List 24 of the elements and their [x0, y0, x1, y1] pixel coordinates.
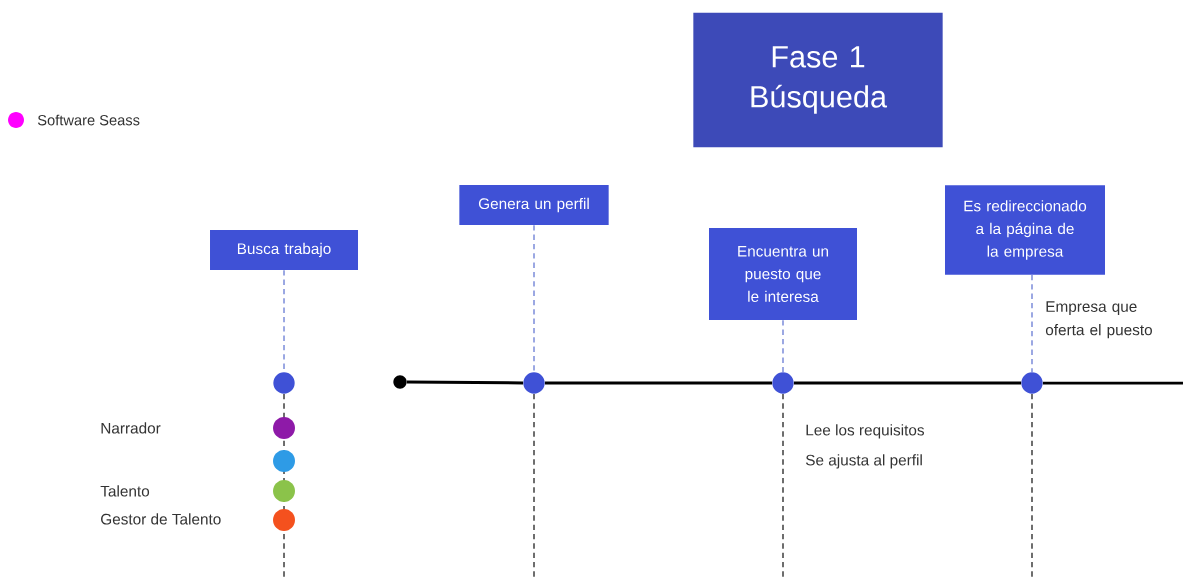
timeline-dot: [273, 372, 295, 394]
role-label: Talento: [100, 485, 150, 497]
timeline-dot: [1021, 372, 1043, 394]
timeline-line: [406, 380, 524, 385]
note-text: Se ajusta al perfil: [805, 454, 922, 469]
step-box: Busca trabajo: [210, 230, 358, 270]
timeline-line: [793, 381, 1022, 385]
legend-label: Software Seass: [37, 114, 140, 126]
timeline-start: [393, 375, 407, 389]
title-box: Fase 1 Búsqueda: [693, 12, 943, 148]
connector-line: [1031, 274, 1033, 373]
timeline-line: [544, 381, 773, 385]
note-text: Lee los requisitos: [806, 424, 924, 439]
connector-line: [782, 319, 784, 373]
connector-line: [283, 269, 285, 373]
step-box: Encuentra un puesto que le interesa: [709, 228, 857, 320]
note-text: Empresa que oferta el puesto: [1045, 301, 1152, 339]
role-label: Narrador: [101, 422, 161, 434]
step-box: Es redireccionado a la página de la empresa: [945, 185, 1105, 275]
step-box: Genera un perfil: [459, 185, 609, 225]
role-label: Gestor de Talento: [101, 513, 221, 525]
timeline-line: [1042, 381, 1183, 385]
timeline-dot: [772, 372, 794, 394]
timeline-dot: [523, 372, 545, 394]
